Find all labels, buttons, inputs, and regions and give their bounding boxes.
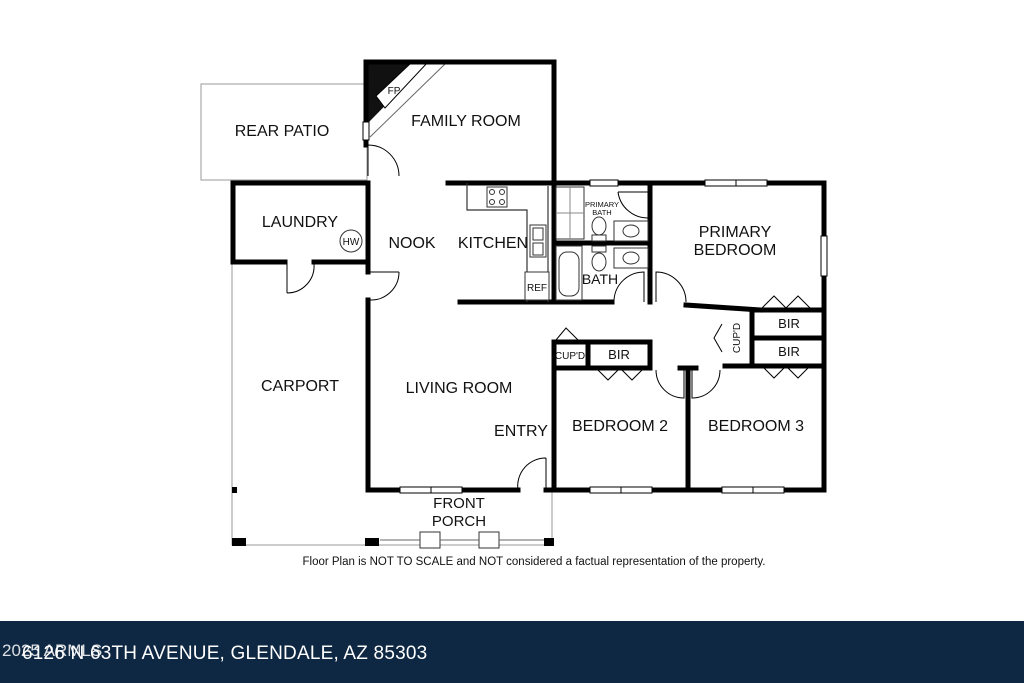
carport-label: CARPORT — [261, 378, 339, 395]
carport-post — [232, 487, 237, 493]
primary-bath-door — [617, 191, 650, 219]
porch-window — [419, 531, 441, 549]
front-porch-label: PORCH — [432, 513, 486, 530]
bir-upper-door — [761, 295, 811, 309]
refrigerator-label: REF — [527, 283, 547, 294]
water-heater-circle — [339, 229, 363, 253]
stove-burner — [499, 189, 505, 195]
water-heater-label: HW — [343, 237, 360, 248]
sink-icon — [622, 224, 640, 238]
cupboard-left-door — [555, 327, 579, 341]
primary-bedroom-door — [655, 271, 687, 303]
window — [589, 179, 619, 187]
front-porch-label: FRONT — [433, 495, 485, 512]
sink-icon — [622, 251, 640, 265]
kitchen-counter — [466, 183, 528, 302]
toilet-tank — [591, 234, 607, 242]
footer-bar: 6126 N 63TH AVENUE, GLENDALE, AZ 85303 2… — [0, 621, 1024, 683]
bir-lower-right-label: BIR — [778, 344, 800, 359]
primary-bedroom-south-wall — [683, 302, 763, 313]
bedroom-2-label: BEDROOM 2 — [572, 418, 668, 435]
primary-bedroom-label: PRIMARY — [699, 224, 772, 241]
floor-plan-diagram: REAR PATIO FAMILY ROOM FP LAUNDRY HW NOO… — [200, 59, 828, 568]
bir-lower-door — [761, 365, 811, 379]
window — [362, 121, 370, 141]
bath-door — [613, 271, 645, 302]
kitchen-sink-basin — [532, 227, 544, 241]
laundry-door — [286, 262, 315, 294]
bathtub-inner — [558, 251, 580, 297]
property-address: 6126 N 63TH AVENUE, GLENDALE, AZ 85303 — [22, 643, 428, 664]
carport-post — [365, 538, 379, 546]
stove-burner — [499, 199, 505, 205]
stove-burner — [489, 189, 495, 195]
laundry-label: LAUNDRY — [262, 214, 339, 231]
primary-bedroom-label: BEDROOM — [694, 242, 777, 259]
stove-burner — [489, 199, 495, 205]
entry-door — [517, 457, 547, 491]
entry-label: ENTRY — [494, 423, 548, 440]
disclaimer-text: Floor Plan is NOT TO SCALE and NOT consi… — [302, 556, 765, 568]
toilet-tank — [591, 245, 607, 253]
bir-center-door — [595, 367, 645, 381]
refrigerator-box — [524, 271, 550, 301]
bedroom3-door — [691, 369, 721, 399]
bath-label: BATH — [582, 271, 618, 287]
rear-patio-door — [367, 144, 400, 177]
bir-upper-right-label: BIR — [778, 316, 800, 331]
family-room-label: FAMILY ROOM — [411, 113, 521, 130]
porch-post — [544, 538, 554, 546]
nook-door — [368, 271, 400, 301]
family-room-wall — [363, 59, 557, 185]
primary-bath-label: PRIMARY — [585, 200, 619, 209]
kitchen-sink-basin — [532, 242, 544, 256]
fireplace-diagonal — [369, 63, 446, 138]
window — [820, 235, 828, 277]
kitchen-label: KITCHEN — [458, 235, 528, 252]
toilet-icon — [591, 216, 607, 236]
nook-label: NOOK — [388, 235, 435, 252]
bir-center-label: BIR — [608, 347, 630, 362]
toilet-icon — [591, 252, 607, 272]
cupboard-right-label: CUP'D — [732, 323, 743, 353]
porch-window — [478, 531, 500, 549]
bedroom-3-label: BEDROOM 3 — [708, 418, 804, 435]
cupboard-right-door — [713, 323, 723, 353]
fireplace-label: FP — [388, 86, 401, 97]
cupboard-left-label: CUP'D — [555, 351, 585, 362]
copyright-notice: 2025 ARMLS — [2, 641, 103, 660]
primary-bath-label: BATH — [592, 208, 611, 217]
rear-patio-label: REAR PATIO — [235, 123, 330, 140]
carport-post — [232, 538, 246, 546]
bedroom2-door — [655, 369, 685, 399]
living-room-label: LIVING ROOM — [406, 380, 513, 397]
